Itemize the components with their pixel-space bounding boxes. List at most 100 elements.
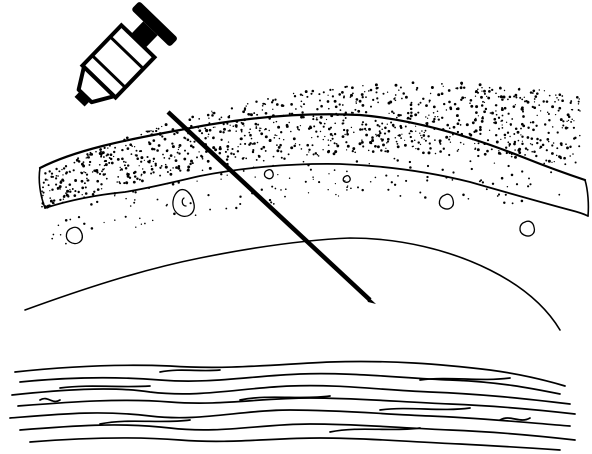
- stipple-dot: [409, 161, 411, 163]
- stipple-dot: [251, 138, 253, 140]
- stipple-dot: [198, 151, 199, 152]
- stipple-dot: [175, 132, 177, 134]
- stipple-dot: [59, 181, 62, 184]
- stipple-dot: [494, 162, 495, 163]
- stipple-dot: [362, 121, 364, 123]
- stipple-dot: [136, 157, 139, 160]
- stipple-dot: [556, 155, 558, 157]
- stipple-dot: [252, 151, 254, 153]
- stipple-dot: [265, 128, 267, 130]
- stipple-dot: [579, 110, 580, 111]
- stipple-dot: [554, 101, 556, 103]
- stipple-dot: [148, 187, 150, 189]
- stipple-dot: [332, 138, 334, 140]
- stipple-dot: [438, 118, 440, 120]
- subcutaneous-stipple: [51, 158, 560, 245]
- stipple-dot: [114, 219, 116, 221]
- stipple-dot: [123, 139, 125, 141]
- stipple-dot: [346, 149, 347, 150]
- stipple-dot: [178, 181, 180, 183]
- stipple-dot: [579, 135, 580, 136]
- stipple-dot: [73, 169, 75, 171]
- stipple-dot: [514, 156, 517, 159]
- stipple-dot: [45, 179, 47, 181]
- stipple-dot: [506, 152, 508, 154]
- stipple-dot: [500, 139, 501, 140]
- stipple-dot: [172, 167, 174, 169]
- stipple-dot: [53, 234, 55, 236]
- stipple-dot: [233, 125, 235, 127]
- stipple-dot: [521, 98, 523, 100]
- stipple-dot: [454, 103, 457, 106]
- stipple-dot: [108, 162, 110, 164]
- stipple-dot: [442, 128, 444, 130]
- stipple-dot: [58, 170, 60, 172]
- stipple-dot: [395, 137, 397, 139]
- stipple-dot: [312, 90, 315, 93]
- stipple-dot: [87, 179, 89, 181]
- stipple-dot: [420, 135, 421, 136]
- stipple-dot: [161, 126, 162, 127]
- stipple-dot: [565, 143, 567, 145]
- stipple-dot: [397, 114, 400, 117]
- stipple-dot: [375, 83, 378, 86]
- stipple-dot: [272, 109, 273, 110]
- stipple-dot: [401, 134, 402, 135]
- stipple-dot: [449, 136, 450, 137]
- stipple-dot: [394, 127, 396, 129]
- stipple-dot: [262, 105, 264, 107]
- stipple-dot: [487, 139, 489, 141]
- stipple-dot: [207, 160, 210, 163]
- stipple-dot: [521, 143, 523, 145]
- stipple-dot: [479, 126, 482, 129]
- stipple-dot: [100, 151, 101, 152]
- stipple-dot: [344, 134, 345, 135]
- stipple-dot: [283, 139, 284, 140]
- stipple-dot: [173, 133, 175, 135]
- stipple-dot: [284, 196, 286, 198]
- stipple-dot: [260, 132, 263, 135]
- fat-cell: [264, 170, 273, 179]
- stipple-dot: [100, 156, 102, 158]
- stipple-dot: [265, 150, 267, 152]
- stipple-dot: [222, 131, 224, 133]
- stipple-dot: [457, 107, 460, 110]
- stipple-dot: [62, 174, 63, 175]
- stipple-dot: [536, 138, 539, 141]
- stipple-dot: [320, 105, 323, 108]
- stipple-dot: [443, 148, 445, 150]
- stipple-dot: [286, 124, 289, 127]
- stipple-dot: [66, 190, 69, 193]
- stipple-dot: [118, 181, 120, 183]
- stipple-dot: [558, 107, 561, 110]
- stipple-dot: [532, 128, 535, 131]
- stipple-dot: [315, 130, 317, 132]
- stipple-dot: [280, 150, 282, 152]
- stipple-dot: [212, 146, 215, 149]
- stipple-dot: [146, 156, 148, 158]
- stipple-dot: [504, 137, 506, 139]
- fat-cell: [439, 194, 453, 209]
- stipple-dot: [573, 120, 574, 121]
- stipple-dot: [434, 139, 436, 141]
- stipple-dot: [317, 154, 318, 155]
- stipple-dot: [90, 203, 93, 206]
- stipple-dot: [532, 121, 535, 124]
- stipple-dot: [579, 98, 580, 99]
- stipple-dot: [125, 145, 127, 147]
- stipple-dot: [521, 170, 523, 172]
- stipple-dot: [187, 139, 190, 142]
- stipple-dot: [501, 107, 503, 109]
- stipple-dot: [227, 116, 230, 119]
- stipple-dot: [422, 98, 424, 100]
- stipple-dot: [350, 187, 352, 189]
- stipple-dot: [148, 161, 151, 164]
- stipple-dot: [241, 122, 243, 124]
- stipple-dot: [525, 147, 527, 149]
- stipple-dot: [275, 188, 277, 190]
- stipple-dot: [386, 150, 389, 153]
- stipple-dot: [575, 161, 577, 163]
- stipple-dot: [101, 170, 103, 172]
- stipple-dot: [359, 142, 362, 145]
